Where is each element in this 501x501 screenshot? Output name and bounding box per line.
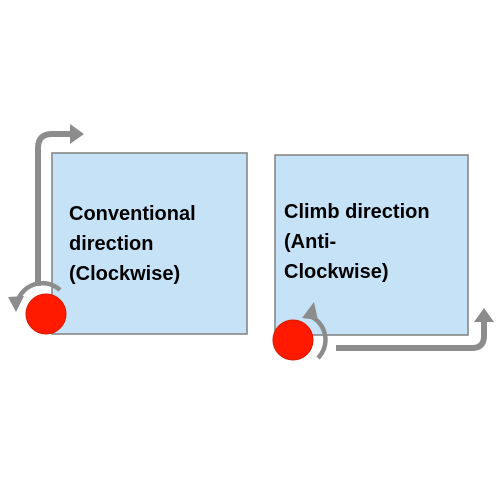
label-right-line-2: (Anti- <box>284 231 337 253</box>
label-climb-direction: Climb direction (Anti- Clockwise) <box>284 197 430 287</box>
cutter-left <box>25 293 67 335</box>
workpiece-left <box>51 152 248 335</box>
workpiece-right <box>274 154 469 336</box>
label-left-line-2: direction <box>69 233 154 255</box>
label-left-line-1: Conventional <box>69 203 196 225</box>
label-right-line-3: Clockwise) <box>284 261 389 283</box>
rotation-arrow-left-icon <box>15 280 62 301</box>
label-conventional-direction: Conventional direction (Clockwise) <box>69 199 196 289</box>
rotation-arrowhead-right-icon <box>302 302 318 320</box>
cutter-right <box>272 319 314 361</box>
label-right-line-1: Climb direction <box>284 201 430 223</box>
feed-arrowhead-right-icon <box>474 308 494 322</box>
feed-path-arrow-right <box>336 322 487 351</box>
label-left-line-3: (Clockwise) <box>69 263 181 285</box>
feed-path-arrow-left <box>35 131 72 286</box>
rotation-arrowhead-left-icon <box>8 296 24 312</box>
feed-arrowhead-left-icon <box>70 124 84 144</box>
